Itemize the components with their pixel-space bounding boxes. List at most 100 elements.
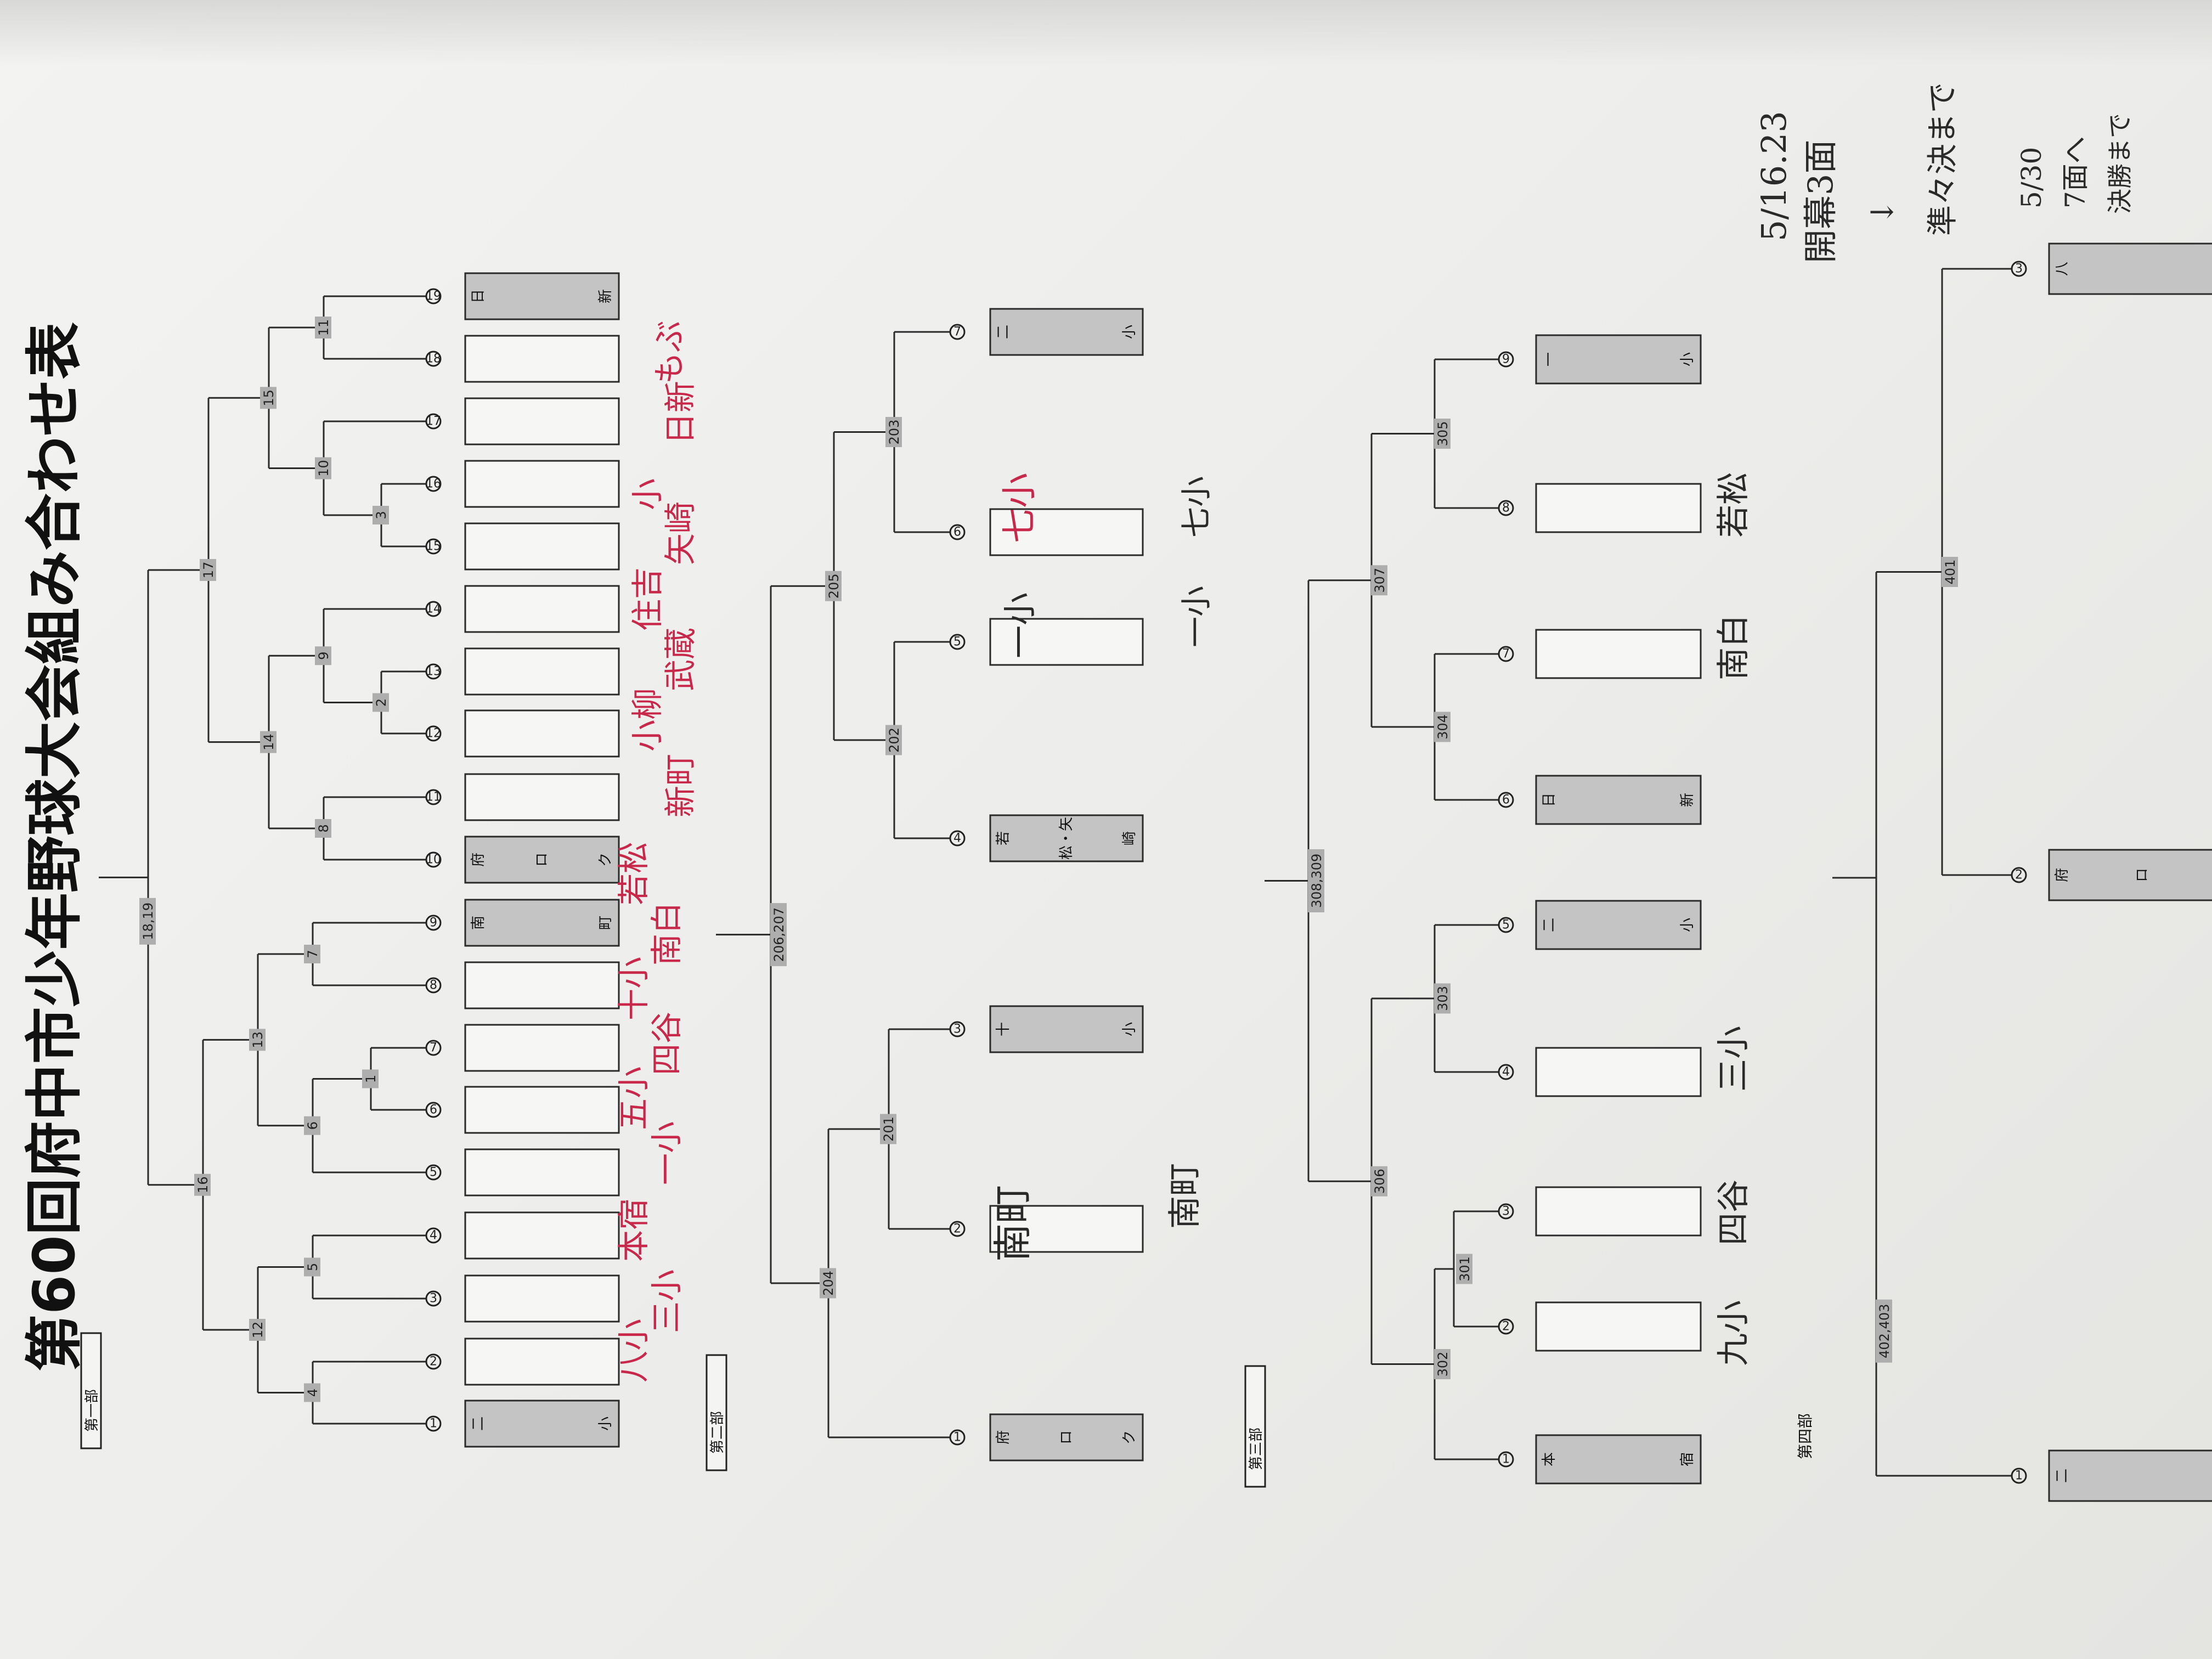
seat-circle bbox=[1498, 1064, 1514, 1080]
div3-match-304: 304 bbox=[1434, 712, 1451, 742]
div1-match-7: 7 bbox=[304, 945, 320, 963]
div3-seat-2: 2 bbox=[1498, 1318, 1514, 1335]
seat-number: 1 bbox=[2015, 1469, 2023, 1483]
div1-match-13-label: 13 bbox=[250, 1031, 266, 1048]
team-box-rect bbox=[464, 647, 620, 696]
seat-number: 2 bbox=[953, 1222, 961, 1236]
div1-handwritten-team-8: 南白 bbox=[648, 902, 685, 966]
match-tag-bg bbox=[315, 646, 331, 665]
seat-circle bbox=[425, 1102, 442, 1118]
div3-match-305-label: 305 bbox=[1435, 421, 1451, 447]
div3-match-303-label: 303 bbox=[1435, 986, 1451, 1011]
team-box-rect bbox=[1535, 900, 1702, 950]
div1-team-box-4 bbox=[464, 1211, 620, 1260]
div1-handwritten-team-13: 住吉 bbox=[629, 567, 666, 631]
div1-match-5: 5 bbox=[304, 1257, 320, 1277]
div3-team-box-2 bbox=[1535, 1301, 1702, 1352]
div3-match-304-label: 304 bbox=[1435, 714, 1451, 740]
seat-circle bbox=[949, 634, 966, 650]
team-box-rect bbox=[464, 460, 620, 508]
div2-match-204-label: 204 bbox=[821, 1271, 836, 1296]
div3-match-306: 306 bbox=[1371, 1166, 1387, 1197]
team-box-rect bbox=[464, 1086, 620, 1134]
div2-match-202: 202 bbox=[885, 725, 902, 755]
seat-circle bbox=[1498, 646, 1514, 662]
seat-circle bbox=[2011, 867, 2027, 883]
div1-seat-17: 17 bbox=[425, 413, 442, 430]
seat-number: 2 bbox=[430, 1355, 437, 1369]
div2-team-box-2 bbox=[989, 1205, 1144, 1253]
seat-number: 4 bbox=[1502, 1065, 1510, 1079]
div1-match-final: 18,19 bbox=[139, 898, 156, 945]
div1-match-6-label: 6 bbox=[305, 1121, 320, 1130]
seat-circle bbox=[425, 288, 442, 304]
div2-seat-5: 5 bbox=[949, 634, 966, 650]
div1-team-box-8 bbox=[464, 961, 620, 1009]
note-until-final: 決勝まで bbox=[2105, 113, 2135, 214]
div1-team-box-10: 府ロク bbox=[464, 836, 620, 884]
div1-team-box-13 bbox=[464, 647, 620, 696]
div1-handwritten-team-5: 五小 bbox=[615, 1066, 652, 1130]
div3-seat-5: 5 bbox=[1498, 917, 1514, 933]
seat-circle bbox=[949, 1021, 966, 1037]
div1-seat-1: 1 bbox=[425, 1415, 442, 1432]
div2-seat-4: 4 bbox=[949, 830, 966, 847]
match-tag-bg bbox=[139, 898, 156, 945]
seat-number: 5 bbox=[1502, 918, 1510, 932]
div1-team-box-11 bbox=[464, 773, 620, 821]
div1-match-8-label: 8 bbox=[316, 824, 331, 832]
div1-team-box-6 bbox=[464, 1086, 620, 1134]
seat-numbers: 1234567891011121314151617181912345671234… bbox=[425, 261, 2027, 1484]
match-tag-bg bbox=[1371, 565, 1387, 596]
div1-team-box-12 bbox=[464, 709, 620, 758]
div3-seat-9: 9 bbox=[1498, 351, 1514, 368]
match-tag-bg bbox=[820, 1268, 836, 1299]
seat-number: 3 bbox=[953, 1023, 961, 1036]
team-name-bottom: 新 bbox=[597, 289, 614, 303]
div3-seat-4: 4 bbox=[1498, 1064, 1514, 1080]
div3-match-301-label: 301 bbox=[1457, 1256, 1472, 1282]
div1-handwritten-team-1: 八小 bbox=[615, 1319, 652, 1383]
seat-circle bbox=[949, 524, 966, 540]
team-name-bottom: 新 bbox=[1679, 793, 1696, 807]
div3-seat-7: 7 bbox=[1498, 646, 1514, 662]
seat-number: 8 bbox=[430, 979, 437, 992]
svg-text:第二部: 第二部 bbox=[709, 1411, 726, 1454]
div3-match-302-label: 302 bbox=[1435, 1352, 1451, 1377]
div4-seat-3: 3 bbox=[2011, 261, 2027, 277]
svg-text:第四部: 第四部 bbox=[1796, 1413, 1814, 1459]
match-tag-bg bbox=[304, 1383, 320, 1402]
div1-seat-11: 11 bbox=[425, 789, 442, 805]
seat-number: 3 bbox=[2015, 262, 2023, 276]
seat-circle bbox=[425, 1164, 442, 1181]
div1-match-8: 8 bbox=[315, 819, 331, 838]
seat-number: 5 bbox=[430, 1166, 437, 1180]
div4-team-box-3: 八小 bbox=[2048, 242, 2212, 295]
seat-circle bbox=[425, 725, 442, 742]
div1-seat-5: 5 bbox=[425, 1164, 442, 1181]
seat-circle bbox=[1498, 1203, 1514, 1220]
div2-handwritten-box-2: 南町 bbox=[990, 1185, 1035, 1262]
team-name-mid: 松・矢 bbox=[1058, 817, 1075, 860]
team-box-rect bbox=[2048, 1449, 2212, 1502]
div1-match-12-label: 12 bbox=[250, 1322, 266, 1339]
div1-team-box-7 bbox=[464, 1024, 620, 1072]
seat-number: 17 bbox=[426, 415, 441, 428]
div2-seat-3: 3 bbox=[949, 1021, 966, 1037]
team-box-rect bbox=[464, 1274, 620, 1323]
div1-match-15-label: 15 bbox=[261, 390, 276, 407]
div3-team-box-6: 日新 bbox=[1535, 775, 1702, 825]
div1-handwritten-team-3: 本宿 bbox=[615, 1198, 652, 1262]
div1-match-12: 12 bbox=[249, 1319, 266, 1341]
div2-match-203: 203 bbox=[885, 417, 902, 447]
div3-team-box-4 bbox=[1535, 1047, 1702, 1097]
div1-match-3-label: 3 bbox=[374, 511, 389, 519]
div1-match-16: 16 bbox=[194, 1173, 211, 1196]
seat-number: 9 bbox=[1502, 353, 1510, 366]
team-name-bottom: 小 bbox=[1121, 325, 1138, 339]
div1-handwritten-team-7: 十小 bbox=[615, 957, 652, 1020]
match-tag-bg bbox=[249, 1029, 266, 1051]
div3-match-307-label: 307 bbox=[1372, 568, 1387, 593]
div1-team-box-1: 二小 bbox=[464, 1400, 620, 1448]
